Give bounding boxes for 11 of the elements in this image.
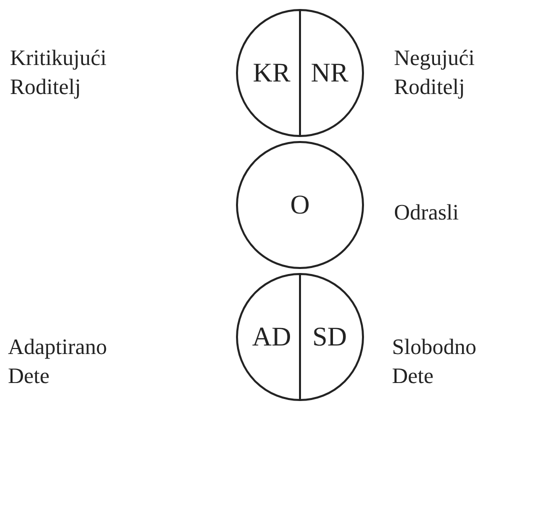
ego-state-label: Odrasli [394,198,460,226]
ego-state-abbreviation: O [290,192,310,218]
ego-state-abbreviation: SD [312,324,347,350]
ego-state-circle [236,141,364,269]
ego-state-label: Kritikujući Roditelj [10,44,108,101]
ego-state-label: Negujući Roditelj [394,44,476,101]
ego-state-abbreviation: AD [252,324,292,350]
ego-state-label: Slobodno Dete [392,333,478,390]
ego-state-abbreviation: KR [252,60,290,86]
ego-state-abbreviation: NR [310,60,348,86]
ego-state-label: Adaptirano Dete [8,333,108,390]
